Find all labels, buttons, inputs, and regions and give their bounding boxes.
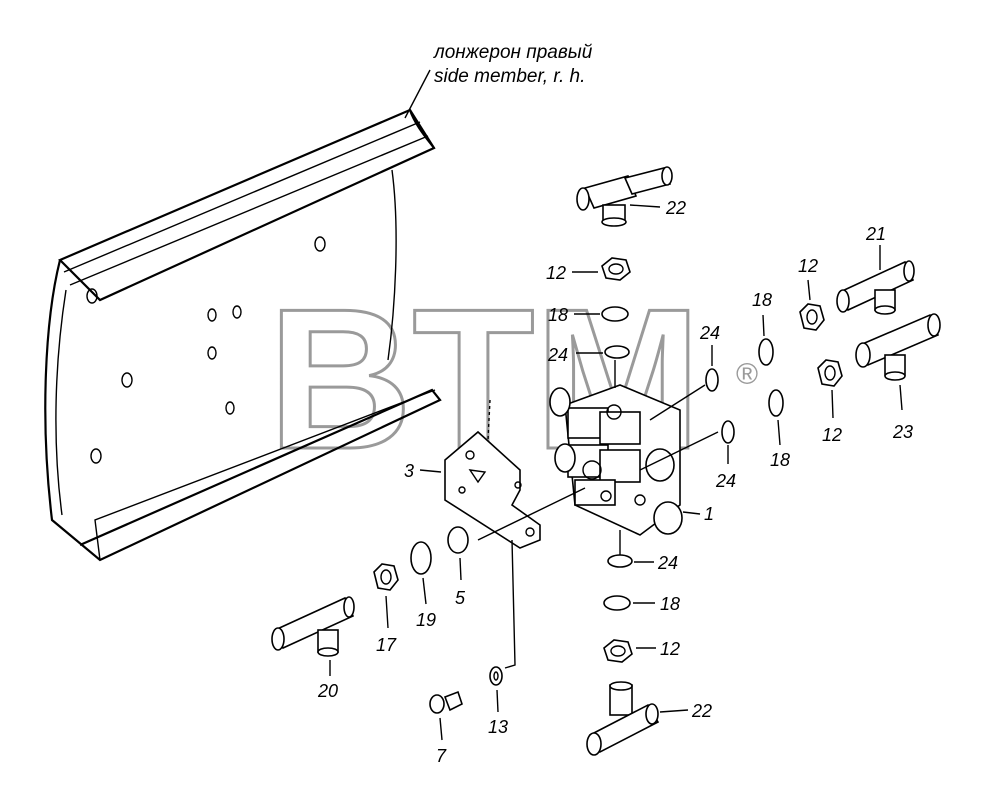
label-18-bottom: 18: [660, 594, 680, 614]
ring-24-bottom: [607, 554, 654, 568]
ring-24-right-top: [705, 345, 719, 392]
label-18-right-top: 18: [752, 290, 772, 310]
label-22-bottom: 22: [691, 701, 712, 721]
nut-12-top: [572, 257, 631, 281]
label-24-top: 24: [547, 345, 568, 365]
label-13: 13: [488, 717, 508, 737]
title-line-en: side member, r. h.: [434, 66, 585, 87]
watermark: BTM ®: [267, 267, 759, 493]
label-12-top: 12: [546, 263, 566, 283]
label-22-top: 22: [665, 198, 686, 218]
label-21: 21: [865, 224, 886, 244]
label-19: 19: [416, 610, 436, 630]
tee-fitting-20: [271, 596, 355, 676]
nut-12-right-top: [799, 279, 825, 331]
label-24-bottom: 24: [657, 553, 678, 573]
title-line-ru: лонжерон правый: [433, 42, 593, 63]
nut-12-bottom: [603, 639, 656, 663]
label-7: 7: [436, 746, 447, 766]
watermark-registered-mark: ®: [736, 358, 758, 391]
ring-24-top: [576, 345, 630, 359]
ring-5: [447, 526, 469, 581]
label-1: 1: [704, 504, 714, 524]
washer-18-right: [768, 389, 784, 446]
label-24-right-top: 24: [699, 323, 720, 343]
bracket-part-3: [444, 399, 541, 669]
label-12-bottom: 12: [660, 639, 680, 659]
side-member: [44, 69, 442, 562]
label-12-right-top: 12: [798, 256, 818, 276]
nut-17: [373, 563, 399, 629]
tee-fitting-22-top: [576, 166, 673, 227]
label-5: 5: [455, 588, 466, 608]
tee-fitting-22-bottom: [586, 681, 689, 756]
label-24-right: 24: [715, 471, 736, 491]
label-12-right: 12: [822, 425, 842, 445]
washer-13: [489, 666, 503, 713]
label-18-top: 18: [548, 305, 568, 325]
washer-18-bottom: [603, 595, 655, 611]
label-3: 3: [404, 461, 414, 481]
valve-part-1: [477, 360, 719, 555]
label-23: 23: [892, 422, 913, 442]
tee-fitting-21: [836, 245, 915, 315]
part-labels: 22 12 18 24 24 18 12 21 12 18 23 24 3 1 …: [317, 198, 913, 766]
washer-18-top: [574, 306, 629, 322]
ring-24-right: [721, 420, 735, 464]
label-20: 20: [317, 681, 338, 701]
tee-fitting-23: [855, 313, 941, 411]
washer-19: [410, 541, 432, 605]
label-17: 17: [376, 635, 397, 655]
washer-18-right-top: [758, 314, 774, 366]
leader-3: [419, 469, 442, 473]
label-18-right: 18: [770, 450, 790, 470]
bolt-7: [429, 690, 463, 741]
nut-12-right: [817, 359, 843, 419]
